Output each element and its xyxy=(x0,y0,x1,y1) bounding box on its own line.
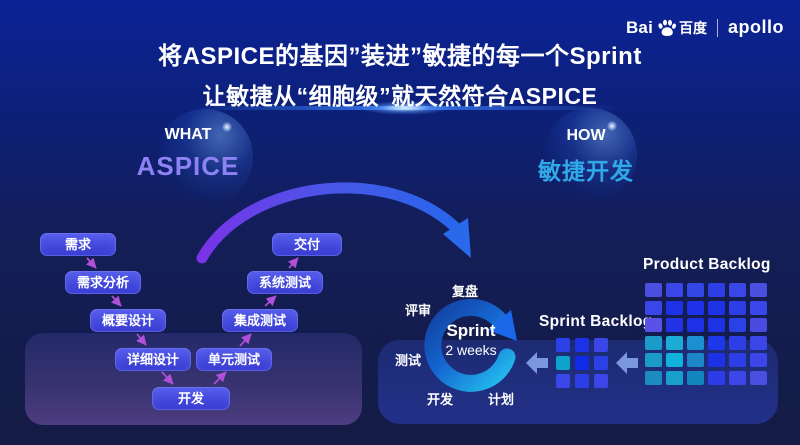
sprint-backlog-label: Sprint Backlog xyxy=(539,313,653,330)
baidu-logo-text: Bai xyxy=(625,17,653,37)
backlog-cell xyxy=(645,353,662,367)
backlog-cell xyxy=(729,318,746,332)
backlog-cell xyxy=(708,353,725,367)
globe-decoration-right xyxy=(543,108,637,202)
backlog-cell xyxy=(575,338,589,352)
baidu-apollo-logo: Bai 百度 apollo xyxy=(626,17,784,38)
light-streak-decoration xyxy=(190,106,620,110)
baidu-paw-icon xyxy=(658,19,676,36)
product-backlog-grid xyxy=(645,283,767,385)
sprint-label-test: 测试 xyxy=(395,353,422,368)
sprint-label-retrospective: 复盘 xyxy=(452,284,479,299)
backlog-cell xyxy=(666,335,683,350)
agile-heading: 敏捷开发 xyxy=(538,158,634,184)
sprint-label-develop: 开发 xyxy=(427,392,454,407)
backlog-cell xyxy=(687,300,704,315)
sprint-center-line2: 2 weeks xyxy=(445,342,497,358)
vmodel-box-delivery: 交付 xyxy=(272,233,342,256)
what-kicker: WHAT xyxy=(164,126,212,143)
backlog-cell xyxy=(666,318,683,332)
backlog-cell xyxy=(645,370,662,385)
backlog-cell xyxy=(666,283,683,297)
backlog-cell xyxy=(708,335,725,350)
backlog-cell xyxy=(729,370,746,385)
vmodel-box-system-test: 系统测试 xyxy=(247,271,323,294)
sprint-center-line1: Sprint xyxy=(446,321,496,340)
apollo-logo-text: apollo xyxy=(728,17,784,37)
vmodel-box-detailed-design: 详细设计 xyxy=(115,348,191,371)
slide-title-line2: 让敏捷从“细胞级”就天然符合ASPICE xyxy=(202,83,598,109)
how-kicker: HOW xyxy=(566,127,606,144)
backlog-cell xyxy=(556,356,570,370)
backlog-cell xyxy=(645,300,662,315)
backlog-cell xyxy=(750,318,767,332)
aspice-heading: ASPICE xyxy=(136,151,240,181)
backlog-cell xyxy=(708,318,725,332)
vmodel-box-requirements: 需求 xyxy=(40,233,116,256)
backlog-cell xyxy=(594,374,608,388)
slide-title-line1: 将ASPICE的基因”装进”敏捷的每一个Sprint xyxy=(158,43,642,70)
vmodel-panel xyxy=(25,333,362,425)
backlog-cell xyxy=(708,300,725,315)
backlog-cell xyxy=(708,283,725,297)
backlog-cell xyxy=(645,335,662,350)
backlog-cell xyxy=(556,338,570,352)
backlog-cell xyxy=(750,300,767,315)
vmodel-box-requirements-analysis: 需求分析 xyxy=(65,271,141,294)
backlog-cell xyxy=(645,283,662,297)
backlog-cell xyxy=(729,300,746,315)
backlog-cell xyxy=(687,318,704,332)
backlog-cell xyxy=(687,353,704,367)
backlog-cell xyxy=(666,353,683,367)
sprint-label-plan: 计划 xyxy=(488,392,515,407)
backlog-cell xyxy=(750,283,767,297)
vmodel-box-development: 开发 xyxy=(152,387,230,410)
backlog-cell xyxy=(687,335,704,350)
baidu-cn-text: 百度 xyxy=(679,19,707,36)
backlog-cell xyxy=(750,370,767,385)
backlog-cell xyxy=(645,318,662,332)
vmodel-box-integration-test: 集成测试 xyxy=(222,309,298,332)
backlog-cell xyxy=(594,356,608,370)
backlog-cell xyxy=(666,370,683,385)
backlog-cell xyxy=(729,335,746,350)
backlog-cell xyxy=(729,283,746,297)
backlog-cell xyxy=(750,335,767,350)
backlog-cell xyxy=(687,370,704,385)
backlog-cell xyxy=(687,283,704,297)
backlog-cell xyxy=(729,353,746,367)
sprint-center-text: Sprint 2 weeks xyxy=(428,321,514,358)
product-backlog-label: Product Backlog xyxy=(643,256,771,273)
backlog-cell xyxy=(556,374,570,388)
backlog-cell xyxy=(666,300,683,315)
backlog-cell xyxy=(750,353,767,367)
sprint-label-review: 评审 xyxy=(405,303,432,318)
sprint-backlog-grid xyxy=(556,338,608,388)
backlog-cell xyxy=(575,356,589,370)
backlog-cell xyxy=(708,370,725,385)
backlog-cell xyxy=(594,338,608,352)
logo-divider xyxy=(717,18,718,37)
vmodel-box-unit-test: 单元测试 xyxy=(196,348,272,371)
backlog-cell xyxy=(575,374,589,388)
vmodel-box-high-level-design: 概要设计 xyxy=(90,309,166,332)
